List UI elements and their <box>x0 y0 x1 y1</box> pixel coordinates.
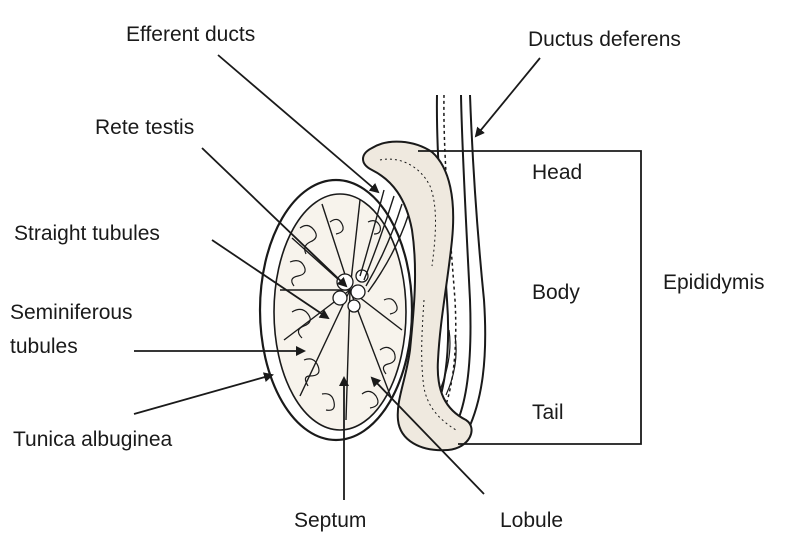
leader-ductus-deferens <box>474 57 541 138</box>
label-seminiferous-line2: tubules <box>10 335 78 358</box>
epididymis-bracket <box>418 150 642 445</box>
label-rete-testis: Rete testis <box>95 116 195 139</box>
leader-lines <box>133 54 541 500</box>
label-septum: Septum <box>294 509 367 532</box>
label-body: Body <box>532 281 580 304</box>
label-ductus-deferens: Ductus deferens <box>528 28 681 51</box>
label-tunica-albuginea: Tunica albuginea <box>13 428 173 451</box>
label-lobule: Lobule <box>500 509 564 532</box>
label-tail: Tail <box>532 401 564 424</box>
leader-efferent-ducts <box>217 54 380 194</box>
leader-straight-tubules <box>211 239 330 320</box>
testis-shape <box>258 178 414 442</box>
leader-rete-testis <box>201 147 348 288</box>
label-seminiferous-line1: Seminiferous <box>10 301 133 324</box>
leader-lobule <box>370 376 485 495</box>
epididymis-shape <box>362 140 473 452</box>
ductus-deferens-shape <box>431 94 487 431</box>
label-straight-tubules: Straight tubules <box>14 222 160 245</box>
label-efferent-ducts: Efferent ducts <box>126 23 256 46</box>
label-seminiferous-tubules: Seminiferous tubules <box>10 300 133 359</box>
label-head: Head <box>532 161 583 184</box>
leader-tunica-albuginea <box>133 372 274 415</box>
label-epididymis: Epididymis <box>663 271 765 294</box>
